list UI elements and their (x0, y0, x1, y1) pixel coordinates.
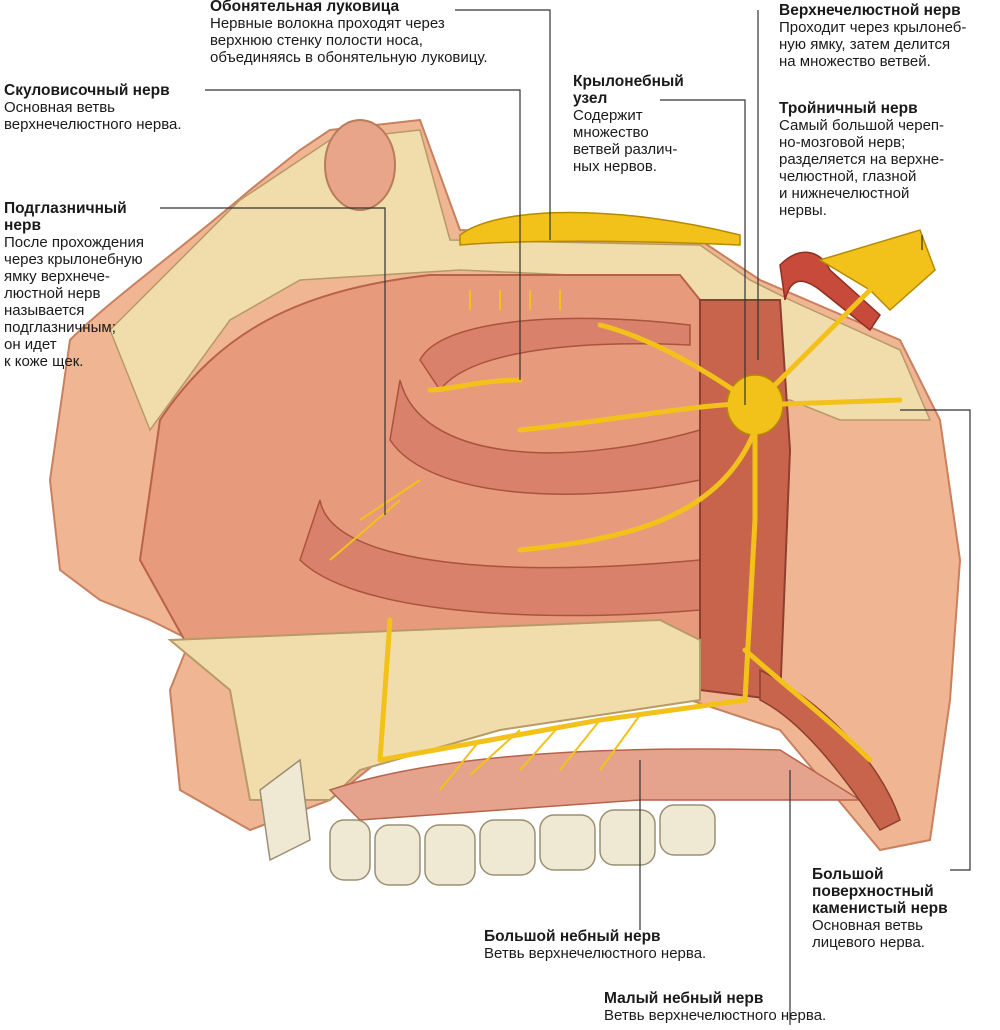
label-zygomaticotemporal: Скуловисочный нерв Основная ветвь верхне… (4, 82, 244, 133)
leader-ganglion (660, 99, 746, 405)
oral-roof (328, 748, 863, 821)
label-greater-petrosal-title: Большой поверхностный каменистый нерв (812, 866, 948, 917)
label-olfactory-bulb-desc: Нервные волокна проходят через верхнюю с… (210, 15, 488, 66)
label-greater-petrosal: Большой поверхностный каменистый нерв Ос… (812, 866, 992, 951)
label-lesser-palatine-desc: Ветвь верхнечелюстного нерва. (604, 1007, 827, 1024)
label-greater-palatine-desc: Ветвь верхнечелюстного нерва. (484, 945, 707, 962)
soft-palate (759, 668, 901, 831)
leader-petrosal (900, 409, 971, 871)
label-pterygopalatine-title: Крылонебный узел (573, 73, 684, 107)
teeth (259, 758, 716, 886)
label-trigeminal-title: Тройничный нерв (779, 100, 918, 117)
label-trigeminal-desc: Самый большой череп- но-мозговой нерв; р… (779, 117, 945, 219)
frontal-sinus (324, 119, 396, 211)
nerve-branches (377, 287, 903, 763)
label-pterygopalatine-desc: Содержит множество ветвей различ- ных не… (573, 107, 678, 175)
label-maxillary-desc: Проходит через крылонеб- ную ямку, затем… (779, 19, 967, 70)
label-zygomaticotemporal-desc: Основная ветвь верхнечелюстного нерва. (4, 99, 182, 133)
leader-infraorbital (160, 207, 386, 515)
label-maxillary-nerve: Верхнечелюстной нерв Проходит через крыл… (779, 2, 999, 70)
olfactory-bulb (459, 211, 741, 246)
label-olfactory-bulb: Обонятельная луковица Нервные волокна пр… (210, 0, 550, 66)
label-greater-petrosal-desc: Основная ветвь лицевого нерва. (812, 917, 925, 951)
label-greater-palatine: Большой небный нерв Ветвь верхнечелюстно… (484, 928, 784, 962)
leader-zygomatic (205, 89, 521, 380)
superior-concha (419, 317, 691, 392)
label-olfactory-bulb-title: Обонятельная луковица (210, 0, 400, 15)
carotid-artery (779, 251, 881, 332)
label-infraorbital-title: Подглазничный нерв (4, 200, 127, 234)
label-infraorbital-desc: После прохождения через крылонебную ямку… (4, 234, 144, 370)
label-lesser-palatine-title: Малый небный нерв (604, 990, 764, 1007)
leader-olfactory (455, 9, 551, 240)
label-lesser-palatine: Малый небный нерв Ветвь верхнечелюстного… (604, 990, 904, 1024)
label-pterygopalatine-ganglion: Крылонебный узел Содержит множество ветв… (573, 73, 733, 175)
label-greater-palatine-title: Большой небный нерв (484, 928, 661, 945)
label-infraorbital: Подглазничный нерв После прохождения чер… (4, 200, 184, 370)
label-maxillary-title: Верхнечелюстной нерв (779, 2, 961, 19)
fine-nerve-branches (329, 290, 641, 791)
label-zygomaticotemporal-title: Скуловисочный нерв (4, 82, 170, 99)
trigeminal-nerve (818, 229, 936, 312)
label-trigeminal-nerve: Тройничный нерв Самый большой череп- но-… (779, 100, 999, 219)
leader-lines (160, 9, 971, 1025)
